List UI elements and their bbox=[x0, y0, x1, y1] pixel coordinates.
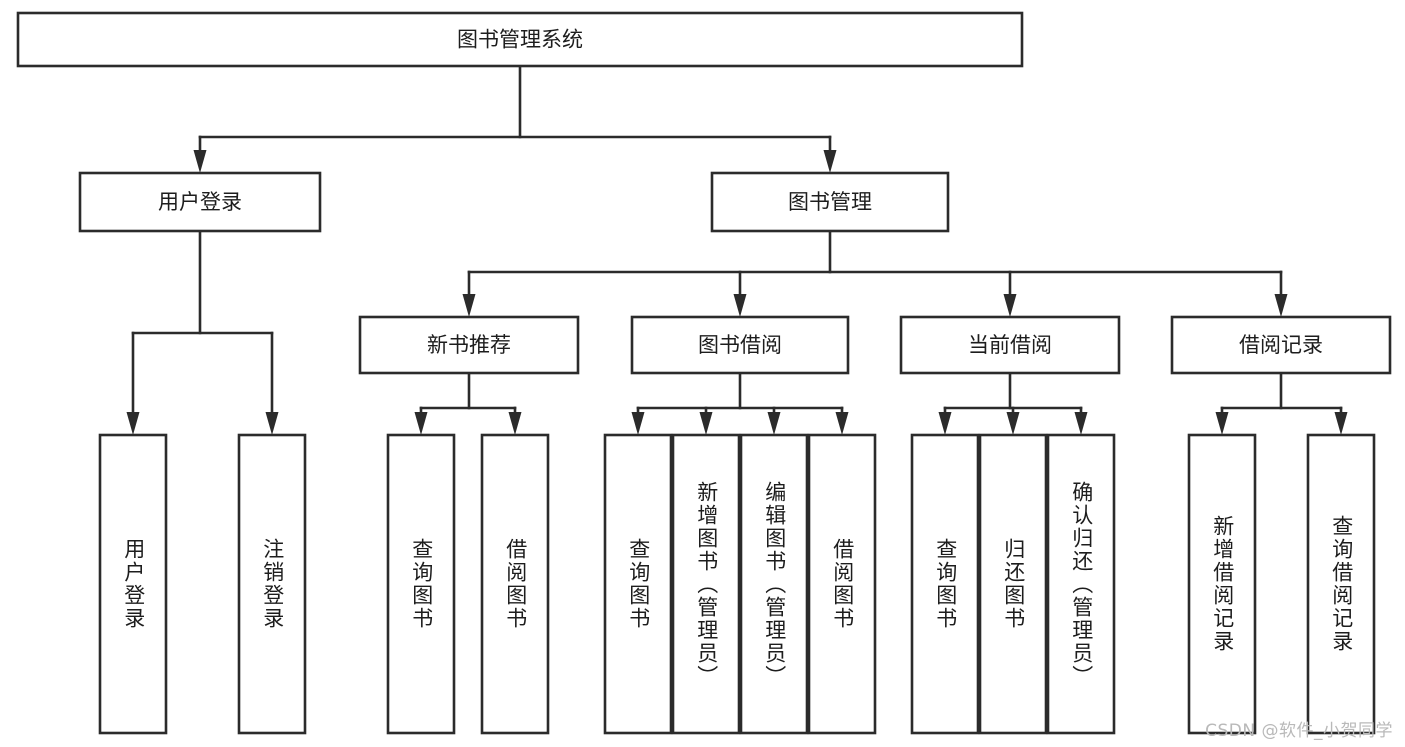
conn-borrow-arrow-2 bbox=[767, 412, 781, 435]
conn-new-book-arrow-1 bbox=[508, 412, 522, 435]
box-label: 新书推荐 bbox=[427, 333, 511, 357]
box-outline bbox=[807, 433, 877, 735]
conn-current-arrow-2 bbox=[1074, 412, 1088, 435]
box-label: 当前借阅 bbox=[968, 333, 1052, 357]
conn-borrow-arrow-3 bbox=[835, 412, 849, 435]
node-l2-用户登录[interactable]: 用户登录 bbox=[78, 171, 322, 233]
connectors-layer bbox=[126, 64, 1348, 435]
conn-records-arrow-1 bbox=[1334, 412, 1348, 435]
node-leaf-借阅图书-3[interactable] bbox=[480, 433, 550, 735]
box-label: 图书管理 bbox=[788, 190, 872, 214]
box-outline bbox=[98, 433, 168, 735]
node-l3-新书推荐[interactable]: 新书推荐 bbox=[358, 315, 580, 375]
node-l3-图书借阅[interactable]: 图书借阅 bbox=[630, 315, 850, 375]
box-outline bbox=[1046, 433, 1116, 735]
box-outline bbox=[480, 433, 550, 735]
box-label: 图书管理系统 bbox=[457, 28, 583, 52]
conn-book-mgmt-arrow-2 bbox=[1003, 294, 1017, 317]
node-leaf-编辑图书管理员-6[interactable] bbox=[739, 433, 809, 735]
box-outline bbox=[78, 171, 322, 233]
box-outline bbox=[1170, 315, 1392, 375]
conn-book-mgmt-arrow-3 bbox=[1274, 294, 1288, 317]
node-leaf-查询图书-8[interactable] bbox=[910, 433, 980, 735]
box-outline bbox=[603, 433, 673, 735]
node-l2-图书管理[interactable]: 图书管理 bbox=[710, 171, 950, 233]
conn-book-mgmt-arrow-1 bbox=[733, 294, 747, 317]
node-leaf-注销登录-1[interactable] bbox=[237, 433, 307, 735]
box-outline bbox=[1306, 433, 1376, 735]
box-label: 借阅记录 bbox=[1239, 333, 1323, 357]
conn-records-arrow-0 bbox=[1215, 412, 1229, 435]
box-label: 用户登录 bbox=[158, 190, 242, 214]
node-leaf-查询借阅记录-12[interactable] bbox=[1306, 433, 1376, 735]
box-outline bbox=[978, 433, 1048, 735]
box-outline bbox=[710, 171, 950, 233]
node-leaf-查询图书-2[interactable] bbox=[386, 433, 456, 735]
node-l3-当前借阅[interactable]: 当前借阅 bbox=[899, 315, 1121, 375]
conn-new-book-arrow-0 bbox=[414, 412, 428, 435]
node-leaf-用户登录-0[interactable] bbox=[98, 433, 168, 735]
box-outline bbox=[237, 433, 307, 735]
box-outline bbox=[739, 433, 809, 735]
node-leaf-查询图书-4[interactable] bbox=[603, 433, 673, 735]
node-leaf-新增图书管理员-5[interactable] bbox=[671, 433, 741, 735]
node-l3-借阅记录[interactable]: 借阅记录 bbox=[1170, 315, 1392, 375]
node-leaf-归还图书-9[interactable] bbox=[978, 433, 1048, 735]
conn-current-arrow-1 bbox=[1006, 412, 1020, 435]
conn-user-login-arrow-0 bbox=[126, 412, 140, 435]
conn-root-arrow-1 bbox=[823, 150, 837, 173]
conn-borrow-arrow-1 bbox=[699, 412, 713, 435]
conn-current-arrow-0 bbox=[938, 412, 952, 435]
node-leaf-借阅图书-7[interactable] bbox=[807, 433, 877, 735]
box-outline bbox=[358, 315, 580, 375]
box-outline bbox=[16, 11, 1024, 68]
box-outline bbox=[910, 433, 980, 735]
node-root-图书管理系统[interactable]: 图书管理系统 bbox=[16, 11, 1024, 68]
node-leaf-确认归还管理员-10[interactable] bbox=[1046, 433, 1116, 735]
node-leaf-新增借阅记录-11[interactable] bbox=[1187, 433, 1257, 735]
conn-borrow-arrow-0 bbox=[631, 412, 645, 435]
csdn-watermark: CSDN @软件_小贺同学 bbox=[1205, 721, 1393, 741]
conn-root-arrow-0 bbox=[193, 150, 207, 173]
conn-book-mgmt-arrow-0 bbox=[462, 294, 476, 317]
box-label: 图书借阅 bbox=[698, 333, 782, 357]
box-outline bbox=[630, 315, 850, 375]
box-outline bbox=[899, 315, 1121, 375]
box-outline bbox=[671, 433, 741, 735]
box-outline bbox=[1187, 433, 1257, 735]
box-outline bbox=[386, 433, 456, 735]
conn-user-login-arrow-1 bbox=[265, 412, 279, 435]
